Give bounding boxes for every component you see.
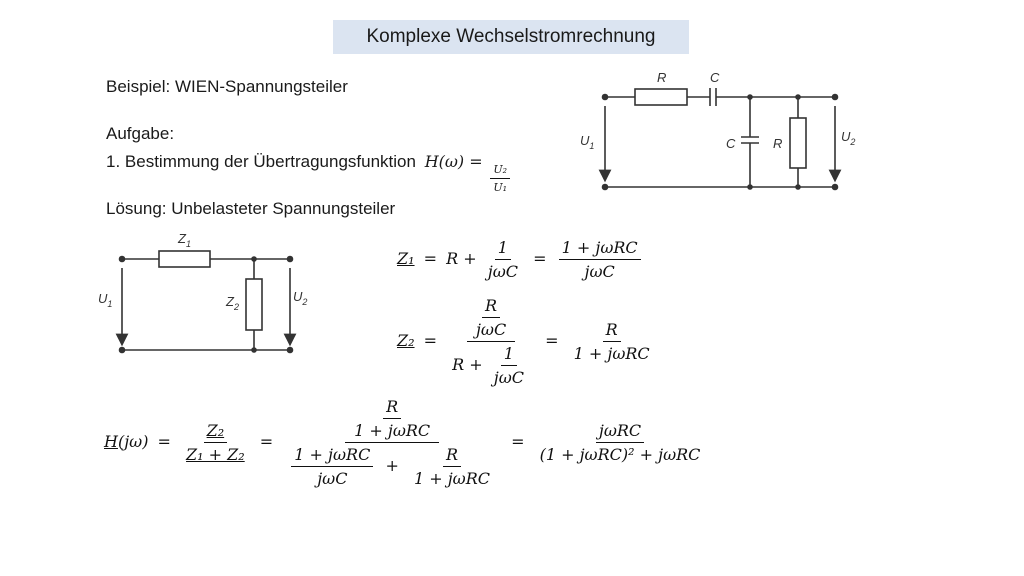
top-label-r-shunt: R	[773, 136, 782, 151]
top-label-r-series: R	[657, 70, 666, 85]
bottom-label-z2: Z2	[225, 294, 239, 312]
bottom-z1-box	[158, 250, 211, 268]
h-num-fraction: R 1 + jωRC	[354, 397, 431, 440]
equation-h: H(jω) = Z₂ Z₁ + Z₂ = R 1 + jωRC 1 + jωRC…	[104, 397, 706, 488]
top-in-terminal-bottom	[601, 183, 609, 191]
z2-inner-den-fraction: 1 jωC	[493, 344, 525, 387]
z1-lhs: Z₁	[397, 249, 415, 268]
bottom-label-z1: Z1	[177, 231, 191, 249]
solution-heading: Lösung: Unbelasteter Spannungsteiler	[106, 199, 396, 218]
equation-z1: Z₁ = R + 1 jωC = 1 + jωRC jωC	[397, 238, 644, 281]
z2-inner-num-fraction: R jωC	[475, 296, 507, 339]
top-shunt-resistor	[789, 117, 807, 169]
z2-big-fraction: R jωC R + 1 jωC	[449, 296, 533, 387]
top-label-c-series: C	[710, 70, 720, 85]
h-big-fraction: R 1 + jωRC 1 + jωRC jωC + R 1 + jωRC	[285, 397, 499, 488]
bottom-label-u2: U2	[293, 289, 307, 307]
h-den-fraction-b: R 1 + jωRC	[413, 445, 490, 488]
top-label-u2: U2	[841, 129, 855, 147]
h-fraction-1: Z₂ Z₁ + Z₂	[186, 421, 245, 464]
top-label-c-shunt: C	[726, 136, 736, 151]
top-series-resistor	[634, 88, 688, 106]
circuit-top	[598, 88, 842, 191]
top-in-terminal-top	[601, 93, 609, 101]
z1-fraction-1: 1 jωC	[487, 238, 519, 281]
top-out-terminal-top	[831, 93, 839, 101]
task-item-text: 1. Bestimmung der Übertragungsfunktion	[106, 152, 416, 171]
example-heading: Beispiel: WIEN-Spannungsteiler	[106, 77, 348, 96]
top-label-u1: U1	[580, 133, 594, 151]
z2-lhs: Z₂	[397, 331, 415, 350]
circuit-bottom	[115, 250, 297, 354]
h-lhs: H	[104, 432, 118, 451]
task-heading: Aufgabe:	[106, 124, 175, 143]
z1-r-plus: R +	[446, 249, 477, 268]
top-out-terminal-bottom	[831, 183, 839, 191]
equation-z2: Z₂ = R jωC R + 1 jωC = R 1 + jωRC	[397, 296, 656, 387]
bottom-label-u1: U1	[98, 291, 112, 309]
task-formula-den: U₁	[493, 181, 508, 194]
task-formula-fraction: U₂ U₁	[490, 163, 511, 194]
slide-title: Komplexe Wechselstromrechnung	[333, 20, 689, 54]
bottom-z2-box	[245, 278, 263, 331]
h-result-fraction: jωRC (1 + jωRC)² + jωRC	[539, 421, 701, 464]
h-den-fraction-a: 1 + jωRC jωC	[291, 445, 374, 488]
z1-fraction-2: 1 + jωRC jωC	[558, 238, 641, 281]
task-formula-num: U₂	[490, 163, 511, 179]
task-formula-lhs: H(ω) =	[424, 152, 483, 171]
z2-result-fraction: R 1 + jωRC	[573, 320, 650, 363]
task-item: 1. Bestimmung der Übertragungsfunktion H…	[106, 152, 513, 194]
